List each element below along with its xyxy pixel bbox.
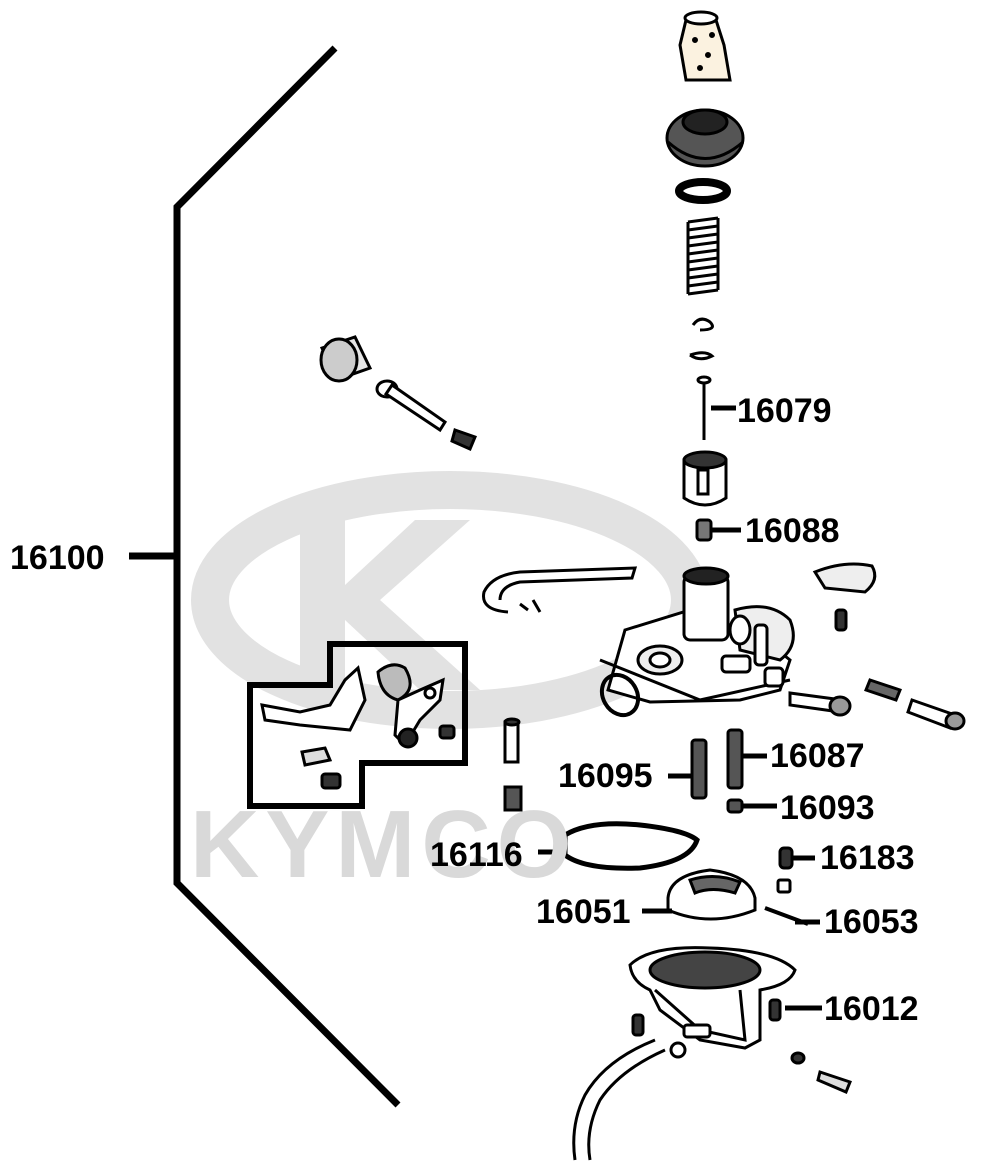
label-16088: 16088 bbox=[745, 512, 840, 550]
choke-linkage-inset bbox=[247, 641, 468, 809]
mixing-chamber-top bbox=[665, 108, 745, 168]
float-part bbox=[666, 868, 757, 921]
body-o-ring bbox=[599, 672, 641, 718]
label-16051: 16051 bbox=[536, 893, 631, 931]
main-jet-part bbox=[690, 728, 744, 814]
float-chamber-part bbox=[628, 946, 852, 1094]
label-16116: 16116 bbox=[430, 836, 523, 874]
fuel-pipe bbox=[482, 566, 638, 614]
leader-lines bbox=[538, 405, 822, 1011]
label-16053: 16053 bbox=[824, 903, 919, 941]
label-16183: 16183 bbox=[820, 839, 915, 877]
cover-plate bbox=[812, 562, 877, 632]
slow-jet-part bbox=[503, 717, 523, 812]
label-16079: 16079 bbox=[737, 392, 832, 430]
o-ring-top bbox=[675, 178, 731, 204]
label-16012: 16012 bbox=[824, 990, 919, 1028]
pilot-screw-assembly bbox=[319, 335, 477, 451]
label-16100: 16100 bbox=[10, 539, 105, 577]
throttle-valve bbox=[682, 450, 728, 507]
float-chamber-gasket bbox=[562, 821, 700, 871]
air-screw bbox=[788, 691, 852, 717]
top-cap-cover bbox=[678, 10, 732, 82]
float-valve-part bbox=[776, 846, 794, 894]
jet-needle bbox=[696, 375, 712, 440]
carburetor-body bbox=[599, 566, 795, 704]
label-16093: 16093 bbox=[780, 789, 875, 827]
kymco-watermark-text: KYMCO bbox=[190, 791, 578, 898]
idle-screw-spring bbox=[864, 678, 966, 731]
label-16095: 16095 bbox=[558, 757, 653, 795]
needle-jet-part bbox=[695, 518, 713, 542]
label-16087: 16087 bbox=[770, 737, 865, 775]
assembly-bracket bbox=[129, 45, 401, 1108]
needle-clip bbox=[689, 317, 715, 361]
throttle-spring bbox=[686, 216, 720, 296]
drain-hose bbox=[572, 1038, 666, 1161]
